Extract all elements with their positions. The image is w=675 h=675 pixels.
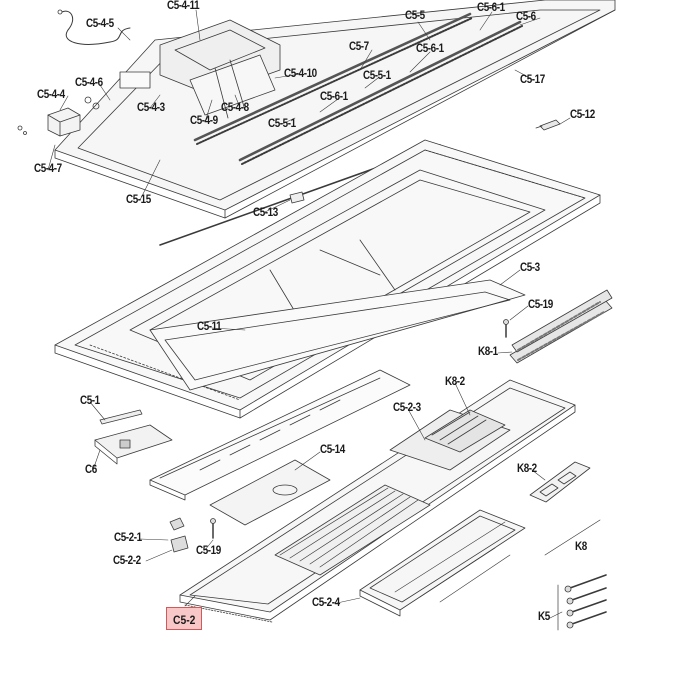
- filter-cartridge-side: [529, 461, 591, 503]
- drain-tray: [359, 509, 526, 617]
- label-k8-2-top: K8-2: [445, 376, 465, 388]
- label-c5-17: C5-17: [520, 74, 545, 86]
- filter-frame: [149, 279, 526, 391]
- label-c5-5-top: C5-5: [405, 10, 425, 22]
- label-c5-4-11: C5-4-11: [167, 0, 200, 12]
- small-clip: [289, 191, 305, 204]
- label-c5-4-10: C5-4-10: [284, 68, 317, 80]
- label-c6: C6: [85, 464, 97, 476]
- label-c5-6-1-low: C5-6-1: [320, 91, 348, 103]
- screw-upper: [503, 319, 509, 338]
- fan-shaft-lower: [238, 20, 523, 165]
- label-c5-4-6: C5-4-6: [75, 77, 103, 89]
- label-c5-4-7: C5-4-7: [34, 163, 62, 175]
- label-c5-4-4: C5-4-4: [37, 89, 65, 101]
- motor-bracket-assembly: [119, 19, 281, 119]
- connector-box: [47, 107, 81, 137]
- label-c5-5-1-b: C5-5-1: [268, 118, 296, 130]
- label-c5-13: C5-13: [253, 207, 278, 219]
- screw-lower: [210, 518, 216, 539]
- main-frame: [54, 139, 601, 419]
- label-c5-7: C5-7: [349, 41, 369, 53]
- label-c5-2-1: C5-2-1: [114, 532, 142, 544]
- screw-set: [557, 574, 607, 631]
- highlighted-part-tag[interactable]: C5-2: [166, 607, 202, 630]
- label-c5-1: C5-1: [80, 395, 100, 407]
- wire-harness: [61, 10, 131, 45]
- display-cover: [209, 459, 331, 526]
- label-c5-12: C5-12: [570, 109, 595, 121]
- label-k5: K5: [538, 611, 550, 623]
- label-c5-6: C5-6: [516, 11, 536, 23]
- label-c5-19-top: C5-19: [528, 299, 553, 311]
- label-c5-5-1-a: C5-5-1: [363, 70, 391, 82]
- filter-cartridge-top: [424, 409, 506, 453]
- label-c5-11: C5-11: [197, 321, 222, 333]
- fan-shaft-upper: [193, 12, 473, 145]
- bearing-parts: [17, 96, 100, 135]
- label-c5-15: C5-15: [126, 194, 151, 206]
- label-c5-6-1-mid: C5-6-1: [416, 43, 444, 55]
- thin-strip: [99, 409, 143, 425]
- label-c5-2-2: C5-2-2: [113, 555, 141, 567]
- label-c5-4-9: C5-4-9: [190, 115, 218, 127]
- label-c5-19-low: C5-19: [196, 545, 221, 557]
- label-c5-6-1-top: C5-6-1: [477, 2, 505, 14]
- sensor-part: [535, 119, 561, 131]
- label-c5-4-5: C5-4-5: [86, 18, 114, 30]
- label-k8-2-side: K8-2: [517, 463, 537, 475]
- label-c5-2-3: C5-2-3: [393, 402, 421, 414]
- leader-lines: [47, 9, 571, 619]
- label-c5-2-highlight: C5-2: [173, 613, 196, 627]
- left-filter-grid: [149, 369, 411, 501]
- label-c5-14: C5-14: [320, 444, 345, 456]
- k8-leader-line: [544, 519, 601, 556]
- label-c5-4-8: C5-4-8: [221, 102, 249, 114]
- label-c5-4-3: C5-4-3: [137, 102, 165, 114]
- control-board: [94, 424, 173, 465]
- label-c5-3: C5-3: [520, 262, 540, 274]
- label-k8-1: K8-1: [478, 346, 498, 358]
- label-c5-2-4: C5-2-4: [312, 597, 340, 609]
- label-k8: K8: [575, 541, 587, 553]
- mesh-filter-strip: [509, 289, 613, 364]
- latch-clip: [169, 517, 189, 553]
